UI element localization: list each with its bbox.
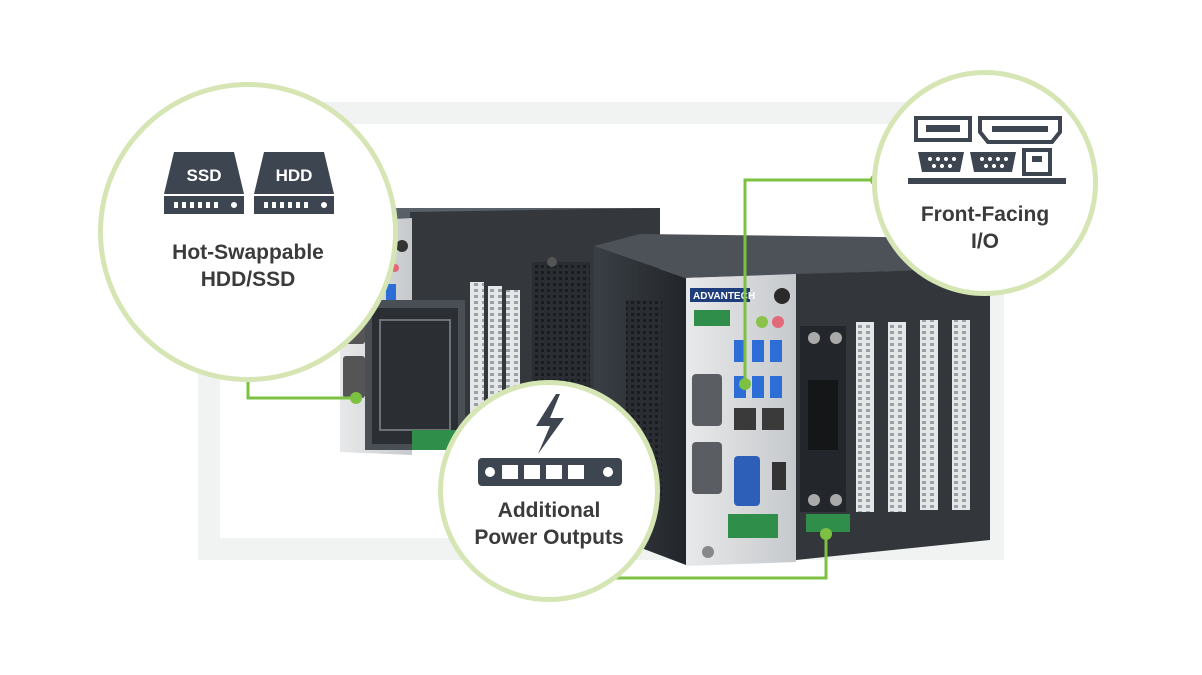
storage-callout-line1: Hot-Swappable	[172, 241, 324, 264]
hdmi-port-icon	[978, 116, 1062, 144]
storage-end-dot	[350, 392, 362, 404]
lightning-icon	[536, 394, 564, 454]
io-callout-line1: Front-Facing	[920, 203, 1050, 226]
ssd-drive-icon: SSD	[164, 152, 244, 214]
io-connector	[743, 178, 876, 384]
port-baseline	[908, 178, 1066, 184]
io-callout-line2: I/O	[970, 230, 999, 253]
storage-callout-line2: HDD/SSD	[200, 268, 296, 291]
storage-callout: SSD HDD Hot-Swappable HDD/SSD	[98, 82, 398, 382]
io-callout-label: Front-Facing I/O	[877, 201, 1093, 255]
io-callout: Front-Facing I/O	[872, 70, 1098, 296]
ssd-label: SSD	[187, 166, 222, 185]
storage-callout-label: Hot-Swappable HDD/SSD	[103, 239, 393, 293]
power-callout: Additional Power Outputs	[438, 380, 660, 602]
serial-port-icon	[918, 152, 964, 172]
power-end-dot	[820, 528, 832, 540]
hdd-drive-icon: HDD	[254, 152, 334, 214]
power-callout-line2: Power Outputs	[474, 526, 624, 549]
power-connector	[553, 534, 828, 580]
io-end-dot	[739, 378, 751, 390]
serial-port-icon-2	[970, 152, 1016, 172]
power-callout-label: Additional Power Outputs	[443, 497, 655, 551]
power-callout-line1: Additional	[497, 499, 601, 522]
hdd-label: HDD	[276, 166, 313, 185]
power-strip-icon	[478, 458, 622, 486]
usb-port-icon	[914, 116, 972, 142]
ethernet-port-icon	[1022, 148, 1052, 176]
svg-text:ADVANTECH: ADVANTECH	[693, 291, 755, 302]
